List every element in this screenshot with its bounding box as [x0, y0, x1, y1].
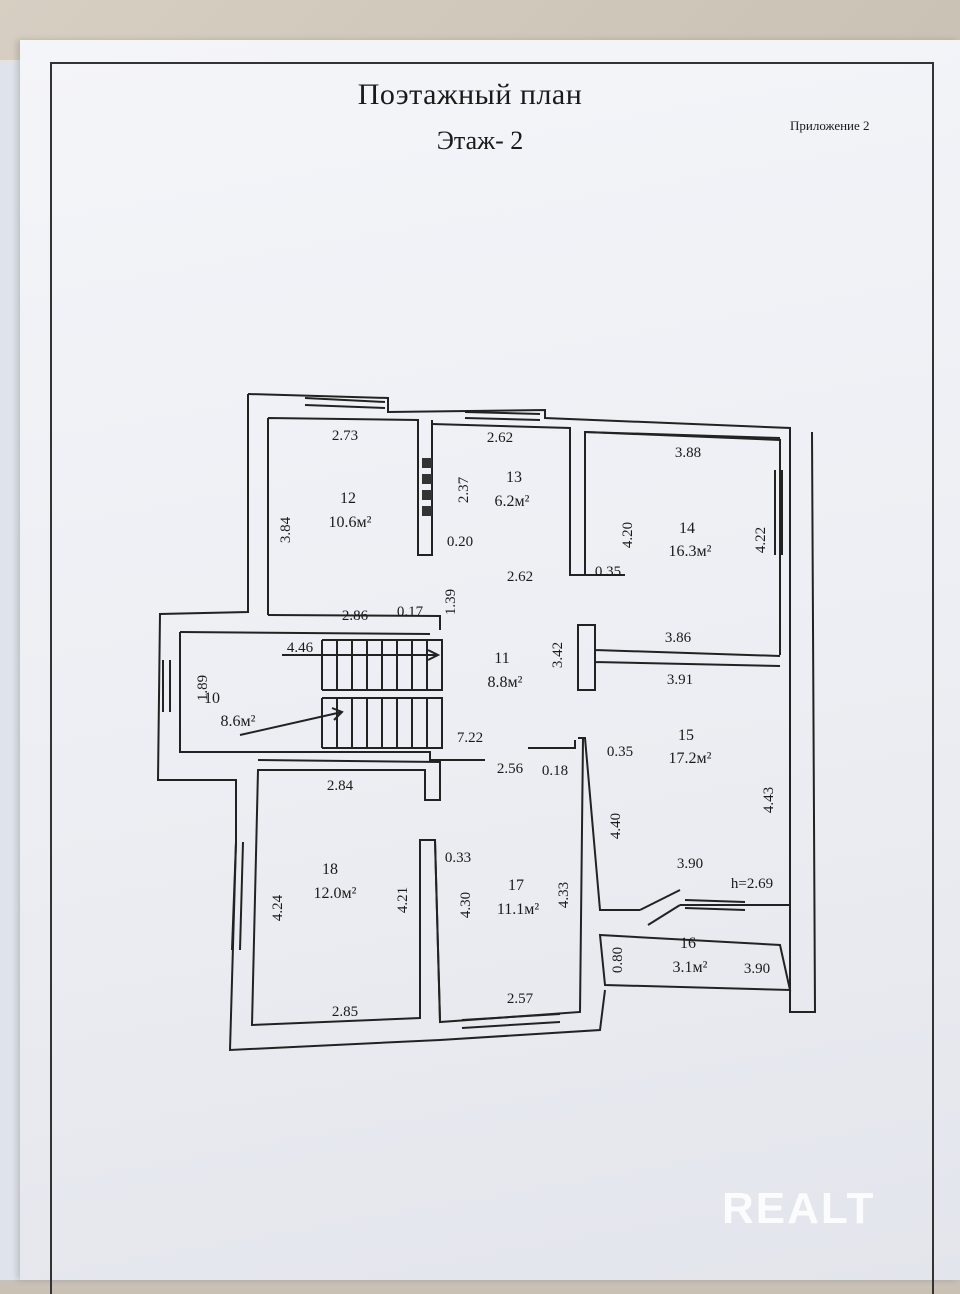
window-room12: [304, 397, 386, 409]
dim-label: 3.84: [278, 516, 294, 543]
dim-label: 4.30: [458, 892, 474, 918]
outer-wall-left: [156, 394, 606, 1052]
dim-label: 4.22: [753, 527, 769, 553]
window-room14: [774, 470, 783, 555]
vent-icon: [422, 506, 432, 516]
dim-label: 3.88: [675, 445, 701, 461]
dim-label: 2.85: [332, 1004, 358, 1020]
room-number-10: 10: [204, 690, 220, 707]
room-number-13: 13: [506, 469, 522, 486]
dim-label: 2.62: [507, 569, 533, 585]
appendix-label: Приложение 2: [790, 118, 870, 133]
dim-label: 1.39: [443, 589, 459, 615]
realt-watermark-logo: REALT: [722, 1184, 876, 1233]
wall-hall-room17: [528, 737, 790, 911]
window-room13: [464, 411, 541, 421]
document-page: Поэтажный план Этаж- 2 Приложение 2: [20, 40, 960, 1294]
room-area-17: 11.1м²: [497, 901, 540, 918]
dim-label: 0.33: [445, 850, 471, 866]
wall-room16: [598, 933, 792, 992]
vent-icon: [422, 490, 432, 500]
room-number-11: 11: [494, 650, 509, 667]
room-area-13: 6.2м²: [495, 493, 530, 510]
room-area-10: 8.6м²: [221, 713, 256, 730]
dim-label: 4.24: [270, 894, 286, 921]
dim-label: 2.84: [327, 778, 354, 794]
page-frame: [50, 62, 934, 1294]
dim-label: 2.37: [456, 476, 472, 503]
stair-room10: [179, 632, 485, 761]
dim-label: 0.18: [542, 763, 568, 779]
dim-label: 4.33: [556, 882, 572, 908]
dim-label: 0.35: [607, 744, 633, 760]
room-number-17: 17: [508, 877, 524, 894]
window-room15-bottom: [684, 899, 746, 911]
room-number-16: 16: [680, 935, 696, 952]
stair-treads-lower: [321, 697, 443, 749]
dim-label: h=2.69: [731, 876, 773, 892]
stair-treads-upper: [321, 639, 443, 691]
wall-room18: [250, 759, 441, 1027]
dim-label: 3.86: [665, 630, 692, 646]
room-area-12: 10.6м²: [329, 514, 372, 531]
room-area-16: 3.1м²: [673, 959, 708, 976]
dim-label: 3.91: [667, 672, 693, 688]
wall-room15: [577, 624, 781, 691]
room-number-18: 18: [322, 861, 338, 878]
room-number-15: 15: [678, 727, 694, 744]
page-title: Поэтажный план: [357, 78, 583, 111]
room-area-15: 17.2м²: [669, 750, 712, 767]
dim-label: 3.90: [744, 961, 770, 977]
room-number-12: 12: [340, 490, 356, 507]
door-swing-room15: [639, 889, 681, 926]
room-area-18: 12.0м²: [314, 885, 357, 902]
stair-arrow: [239, 649, 441, 736]
dim-label: 2.86: [342, 608, 369, 624]
window-room17: [461, 1013, 561, 1029]
floor-label: Этаж- 2: [436, 126, 524, 155]
room-area-11: 8.8м²: [488, 674, 523, 691]
dim-label: 3.42: [550, 642, 566, 668]
dim-label: 4.21: [395, 887, 411, 913]
dim-label: 2.73: [332, 428, 358, 444]
dim-label: 4.20: [620, 522, 636, 548]
dim-label: 4.46: [287, 640, 314, 656]
room-number-14: 14: [679, 520, 695, 537]
room-area-14: 16.3м²: [669, 543, 712, 560]
vent-icon: [422, 474, 432, 484]
dim-label: 1.89: [195, 675, 211, 701]
dim-label: 4.43: [761, 787, 777, 813]
window-room10: [162, 660, 171, 712]
dim-label: 2.56: [497, 761, 524, 777]
dim-label: 0.17: [397, 604, 424, 620]
wall-room11-top: [179, 614, 441, 635]
dim-label: 0.80: [610, 947, 626, 973]
dim-label: 2.62: [487, 430, 513, 446]
vent-blocks: [422, 458, 432, 516]
dim-label: 4.40: [608, 813, 624, 839]
dim-label: 0.20: [447, 534, 473, 550]
outer-wall-outer-line: [247, 393, 817, 1013]
dim-label: 3.90: [677, 856, 703, 872]
vent-icon: [422, 458, 432, 468]
dim-label: 7.22: [457, 730, 483, 746]
room14-outline: [584, 431, 781, 655]
dim-label: 2.57: [507, 991, 534, 1007]
window-room18: [231, 841, 244, 951]
interior-wall-room13: [431, 423, 781, 576]
dim-label: 0.35: [595, 564, 621, 580]
